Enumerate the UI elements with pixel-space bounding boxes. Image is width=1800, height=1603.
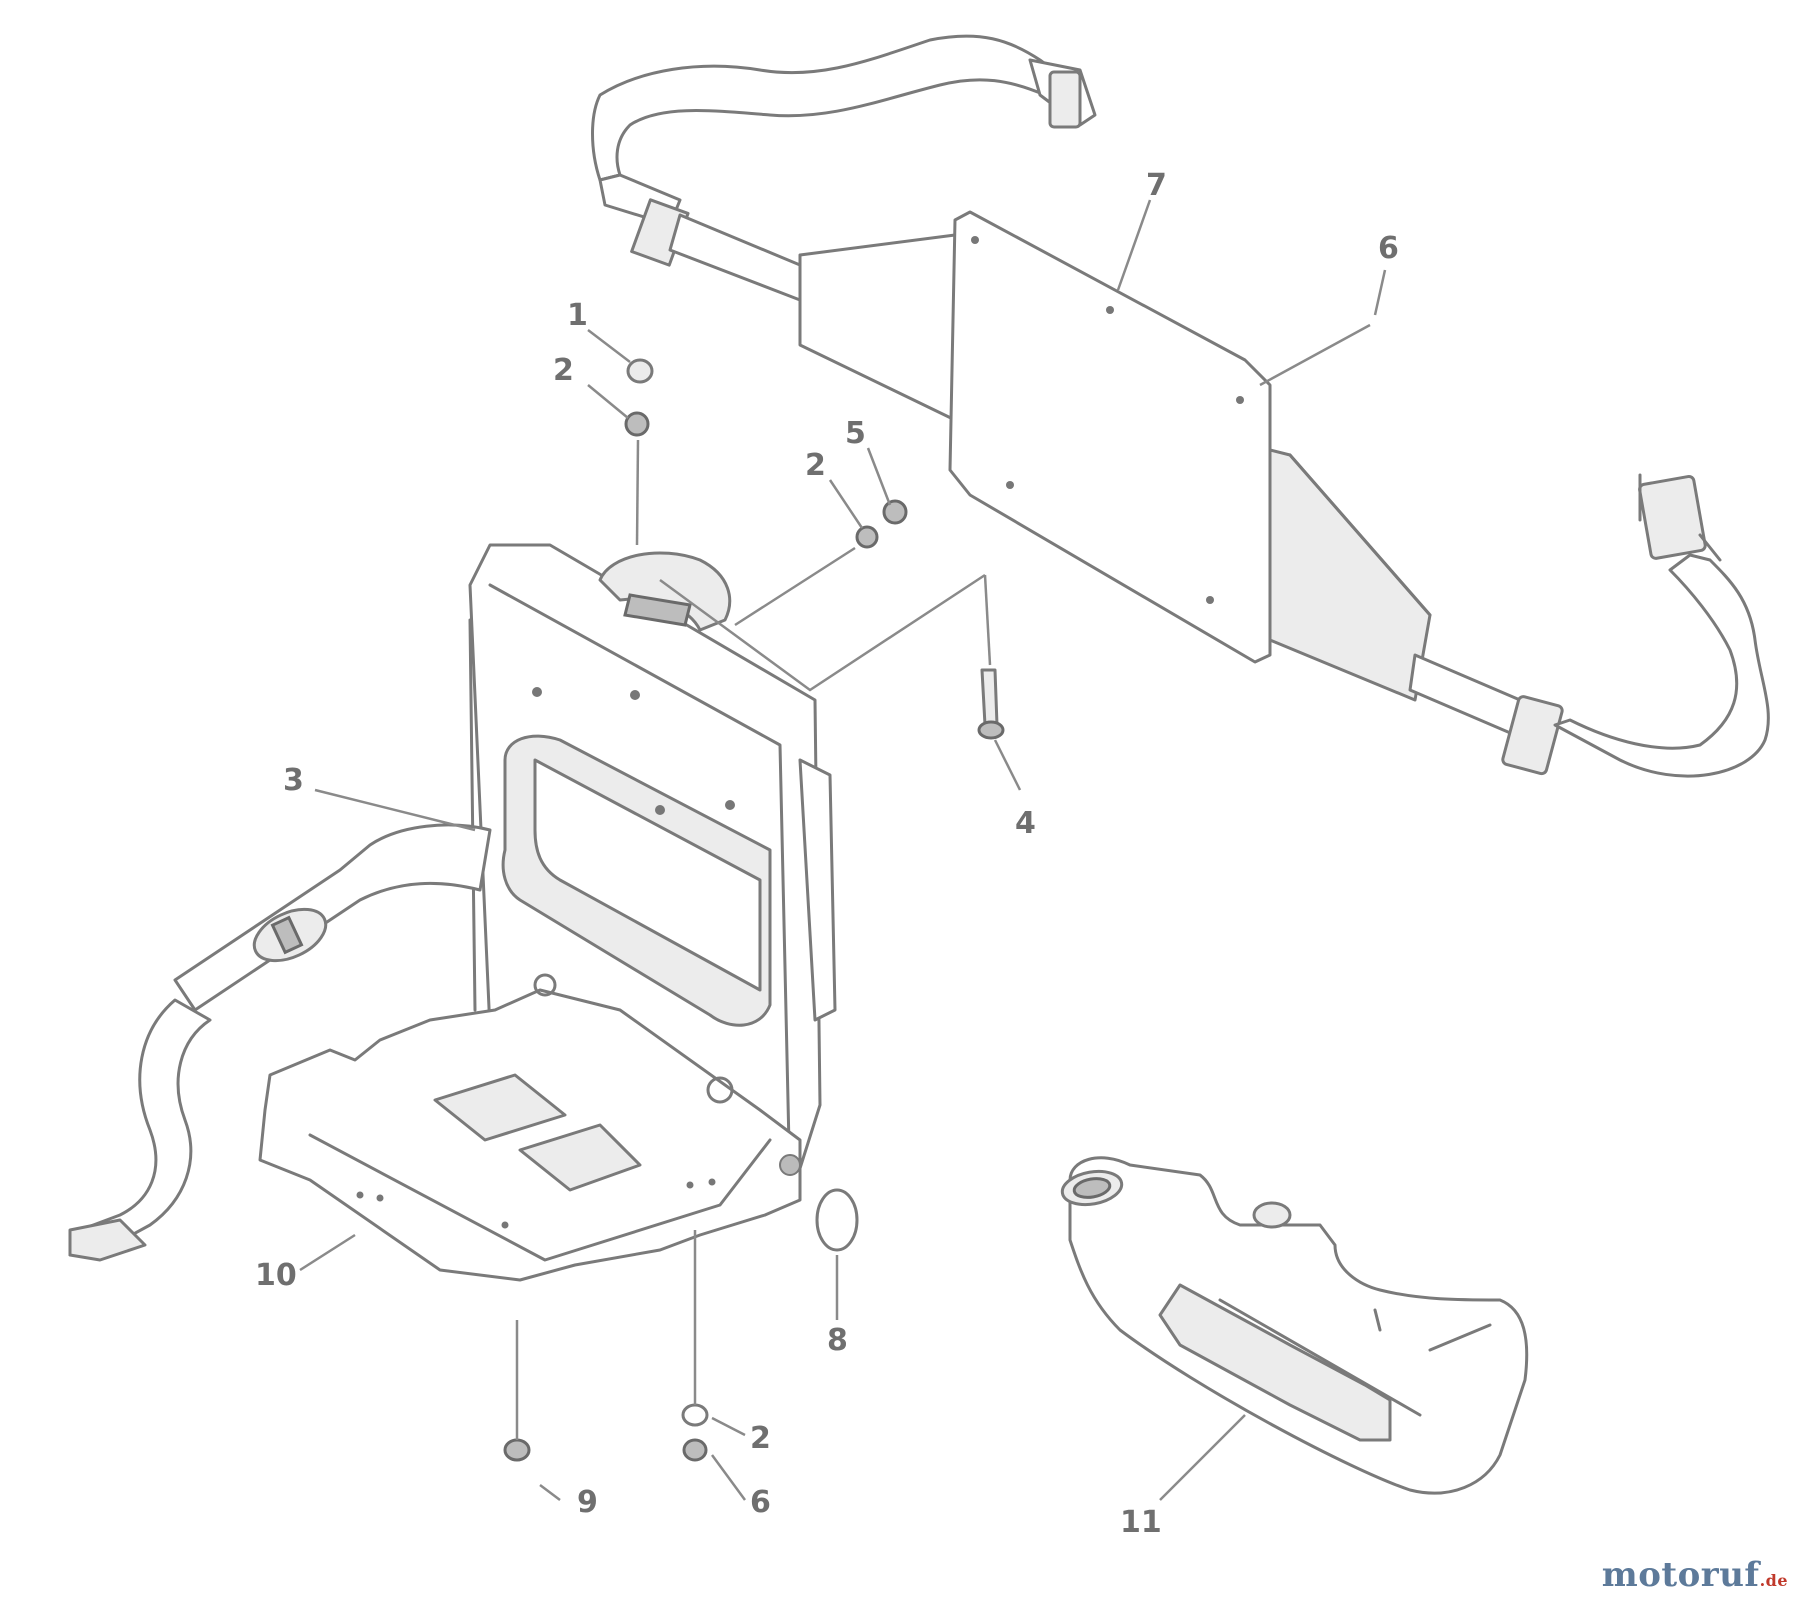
backpack-frame — [258, 543, 837, 1282]
waist-strap — [68, 823, 492, 1262]
part-label-3: 3 — [283, 763, 304, 798]
part-label-4: 4 — [1015, 806, 1036, 841]
part-label-2: 2 — [805, 448, 826, 483]
part-label-10: 10 — [255, 1258, 297, 1293]
fuel-tank — [1060, 1156, 1529, 1495]
part-label-6: 6 — [1378, 231, 1399, 266]
part-label-6: 6 — [750, 1485, 771, 1520]
leader-lines — [299, 199, 1387, 1501]
shoulder-harness — [591, 34, 1770, 778]
watermark-name: motoruf — [1601, 1555, 1760, 1595]
watermark-tld: .de — [1759, 1571, 1788, 1590]
part-label-11: 11 — [1120, 1505, 1162, 1540]
part-label-7: 7 — [1146, 168, 1167, 203]
part-label-9: 9 — [577, 1485, 598, 1520]
part-label-1: 1 — [567, 298, 588, 333]
part-label-5: 5 — [845, 416, 866, 451]
part-labels: 1 2 2 5 7 6 3 4 10 8 2 9 6 11 — [255, 168, 1399, 1540]
watermark-logo: motoruf.de — [1602, 1555, 1788, 1595]
part-label-8: 8 — [827, 1323, 848, 1358]
part-label-2: 2 — [553, 353, 574, 388]
hardware — [503, 358, 1005, 1462]
part-label-2: 2 — [750, 1421, 771, 1456]
